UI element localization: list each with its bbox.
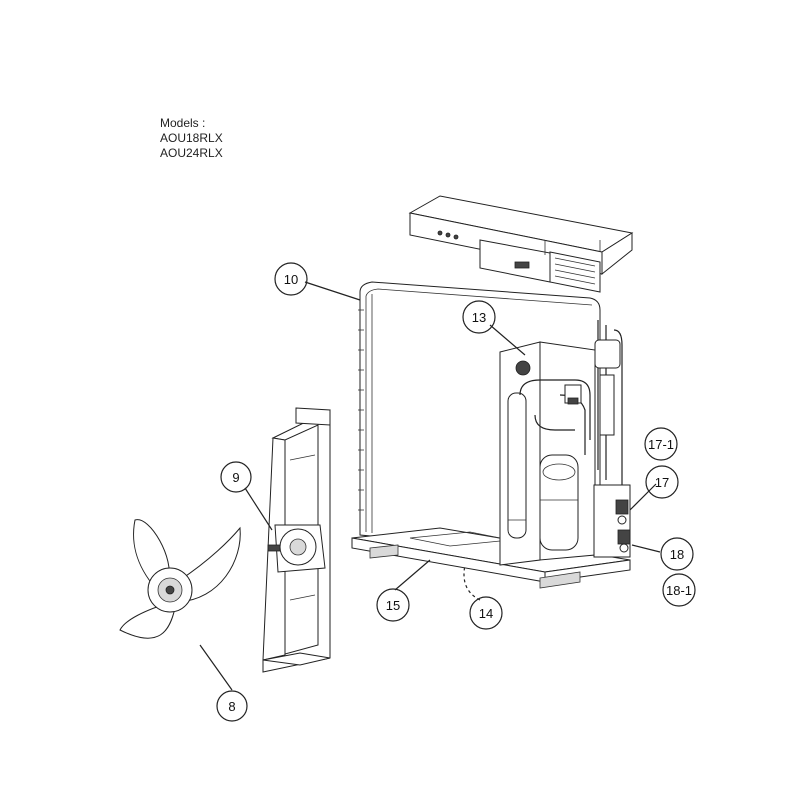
leader-lines [199, 281, 661, 691]
callout-18-1-label: 18-1 [666, 583, 692, 598]
valve-and-piping-group [593, 320, 631, 558]
callout-17-1: 17-1 [644, 427, 678, 461]
model-name-2: AOU24RLX [160, 146, 223, 160]
callout-14: 14 [469, 596, 503, 630]
callout-15: 15 [376, 588, 410, 622]
callout-18: 18 [660, 537, 694, 571]
callout-10-label: 10 [284, 272, 298, 287]
callout-8: 8 [216, 690, 248, 722]
callout-9: 9 [220, 461, 252, 493]
callout-17: 17 [645, 465, 679, 499]
compressor-assembly [499, 341, 596, 566]
callout-13-label: 13 [472, 310, 486, 325]
models-label: Models : [160, 116, 206, 130]
fan-motor [267, 524, 326, 573]
callout-15-label: 15 [386, 598, 400, 613]
callout-9-label: 9 [232, 470, 239, 485]
callout-10: 10 [274, 262, 308, 296]
coil-fins-left [358, 309, 364, 511]
models-block: Models : AOU18RLX AOU24RLX [160, 116, 223, 161]
propeller-fan [119, 519, 241, 639]
model-name-1: AOU18RLX [160, 131, 223, 145]
callout-17-label: 17 [655, 475, 669, 490]
callout-8-label: 8 [228, 699, 235, 714]
callout-17-1-label: 17-1 [648, 437, 674, 452]
callout-13: 13 [462, 300, 496, 334]
callout-18-1: 18-1 [662, 573, 696, 607]
callout-14-label: 14 [479, 606, 493, 621]
base-pan [351, 527, 631, 589]
callout-18-label: 18 [670, 547, 684, 562]
